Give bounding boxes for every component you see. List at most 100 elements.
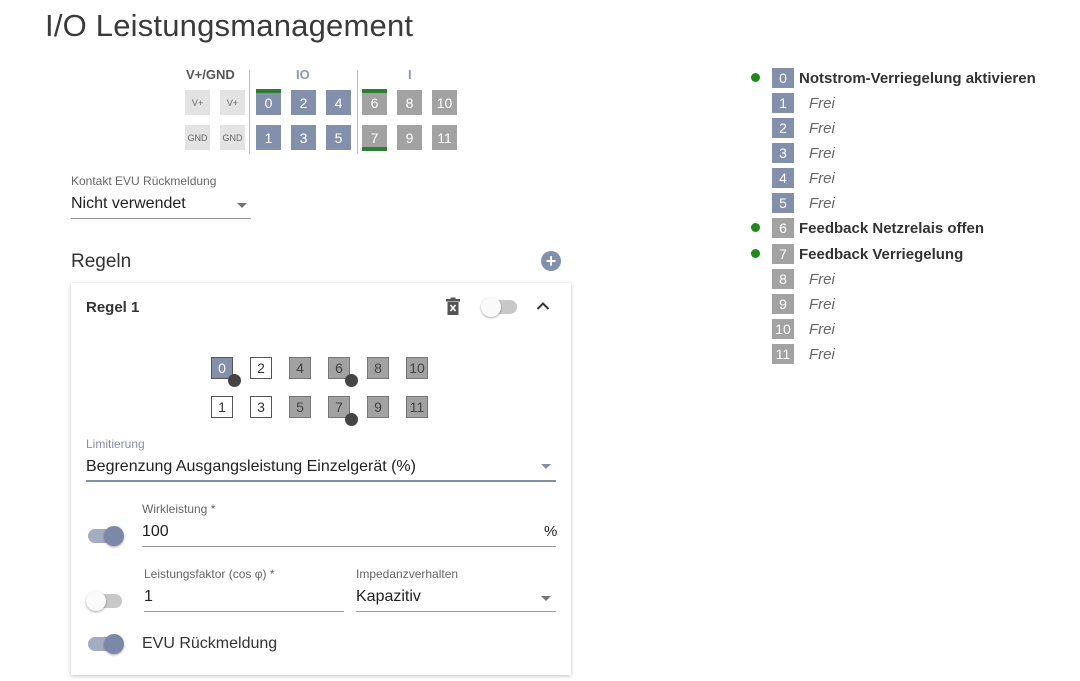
- legend-pin-badge: 5: [772, 193, 794, 213]
- terminal-pin-input: 7: [362, 125, 387, 151]
- group-divider: [249, 70, 250, 154]
- input-underline: [142, 546, 556, 547]
- rules-heading: Regeln: [71, 251, 132, 272]
- legend-label: Frei: [809, 345, 835, 363]
- legend-pin-badge: 4: [772, 168, 794, 188]
- group-divider: [357, 70, 358, 154]
- terminal-pin-vplus: V+: [185, 90, 210, 115]
- legend-label: Frei: [809, 144, 835, 162]
- legend-label: Feedback Netzrelais offen: [799, 219, 985, 237]
- active-status-dot: [751, 223, 760, 232]
- terminal-pin-io: 4: [326, 90, 351, 115]
- rule-pin[interactable]: 5: [289, 396, 311, 418]
- chevron-down-icon: [237, 203, 247, 208]
- pin-active-dot: [345, 374, 358, 387]
- active-power-value: 100: [142, 523, 169, 540]
- pin-active-dot: [228, 374, 241, 387]
- chevron-down-icon: [541, 464, 551, 469]
- group-label-io: IO: [296, 67, 310, 82]
- rule-pin[interactable]: 3: [250, 396, 272, 418]
- terminal-pin-io: 0: [256, 89, 281, 115]
- legend-pin-badge: 1: [772, 93, 794, 113]
- legend-pin-badge: 8: [772, 269, 794, 289]
- rule-pin[interactable]: 4: [289, 357, 311, 379]
- terminal-pin-gnd: GND: [185, 125, 210, 150]
- legend-label: Frei: [809, 270, 835, 288]
- evu-contact-value: Nicht verwendet: [71, 195, 186, 212]
- rule-pin[interactable]: 11: [406, 396, 428, 418]
- legend-pin-badge: 10: [772, 319, 794, 339]
- terminal-pin-io: 2: [291, 90, 316, 115]
- select-underline: [356, 611, 556, 612]
- legend-label: Frei: [809, 194, 835, 212]
- legend-label: Frei: [809, 119, 835, 137]
- evu-contact-label: Kontakt EVU Rückmeldung: [71, 174, 217, 188]
- delete-rule-button[interactable]: [445, 297, 461, 317]
- legend-pin-badge: 11: [772, 344, 794, 364]
- legend-label: Frei: [809, 295, 835, 313]
- legend-label: Feedback Verriegelung: [799, 245, 964, 263]
- legend-pin-badge: 3: [772, 143, 794, 163]
- trash-icon: [446, 297, 460, 315]
- legend-label: Notstrom-Verriegelung aktivieren: [799, 69, 1036, 87]
- plus-icon: +: [545, 251, 557, 271]
- collapse-rule-button[interactable]: [534, 297, 552, 315]
- select-underline: [86, 480, 556, 482]
- rule-enable-toggle[interactable]: [481, 297, 517, 317]
- legend-pin-badge: 2: [772, 118, 794, 138]
- limit-select[interactable]: Begrenzung Ausgangsleistung Einzelgerät …: [86, 455, 556, 483]
- active-power-input[interactable]: 100 %: [142, 520, 558, 548]
- legend-pin-badge: 0: [772, 68, 794, 88]
- active-power-toggle[interactable]: [88, 526, 124, 546]
- active-status-dot: [751, 249, 760, 258]
- impedance-value: Kapazitiv: [356, 588, 421, 605]
- terminal-pin-vplus: V+: [220, 90, 245, 115]
- terminal-pin-input: 9: [397, 125, 422, 150]
- legend-pin-badge: 6: [772, 218, 794, 238]
- legend-pin-badge: 9: [772, 294, 794, 314]
- legend-label: Frei: [809, 169, 835, 187]
- terminal-pin-io: 3: [291, 125, 316, 150]
- terminal-pin-io: 1: [256, 125, 281, 150]
- rule-pin[interactable]: 1: [211, 396, 233, 418]
- power-factor-label: Leistungsfaktor (cos φ) *: [144, 567, 275, 581]
- limit-value: Begrenzung Ausgangsleistung Einzelgerät …: [86, 458, 416, 475]
- rule-pin[interactable]: 8: [367, 357, 389, 379]
- impedance-select[interactable]: Kapazitiv: [356, 585, 556, 613]
- pin-active-dot: [345, 413, 358, 426]
- active-power-unit: %: [544, 523, 558, 540]
- power-factor-toggle[interactable]: [86, 591, 122, 611]
- rule-card: Regel 1 0 2 4 6 8 10 1 3 5 7 9 11 Limiti…: [71, 283, 571, 675]
- rule-pin-selected[interactable]: 0: [211, 357, 233, 379]
- rule-pin[interactable]: 6: [328, 357, 350, 379]
- rule-pin[interactable]: 2: [250, 357, 272, 379]
- evu-feedback-toggle[interactable]: [88, 634, 124, 654]
- evu-feedback-label: EVU Rückmeldung: [142, 635, 278, 652]
- page-title: I/O Leistungsmanagement: [45, 8, 414, 43]
- toggle-knob: [104, 634, 124, 654]
- chevron-up-icon: [536, 302, 550, 310]
- add-rule-button[interactable]: +: [541, 251, 561, 271]
- toggle-knob: [481, 297, 501, 317]
- legend-label: Frei: [809, 320, 835, 338]
- active-indicator: [362, 89, 387, 93]
- evu-contact-select[interactable]: Nicht verwendet: [71, 192, 251, 220]
- power-factor-input[interactable]: 1: [144, 585, 344, 613]
- rule-pin[interactable]: 10: [406, 357, 428, 379]
- active-power-label: Wirkleistung *: [142, 502, 216, 516]
- group-label-power: V+/GND: [186, 67, 235, 82]
- toggle-knob: [104, 526, 124, 546]
- active-indicator: [256, 89, 281, 93]
- group-label-input: I: [408, 67, 412, 82]
- terminal-pin-input: 8: [397, 90, 422, 115]
- rule-pin[interactable]: 7: [328, 396, 350, 418]
- rule-pin[interactable]: 9: [367, 396, 389, 418]
- limit-label: Limitierung: [86, 437, 145, 451]
- input-underline: [144, 611, 344, 612]
- terminal-diagram: V+/GND IO I V+ V+ GND GND 0 2 4 1 3 5 6 …: [180, 64, 480, 164]
- active-indicator: [362, 147, 387, 151]
- chevron-down-icon: [541, 596, 551, 601]
- power-factor-value: 1: [144, 588, 153, 605]
- terminal-pin-input: 6: [362, 89, 387, 115]
- terminal-pin-input: 11: [432, 125, 457, 150]
